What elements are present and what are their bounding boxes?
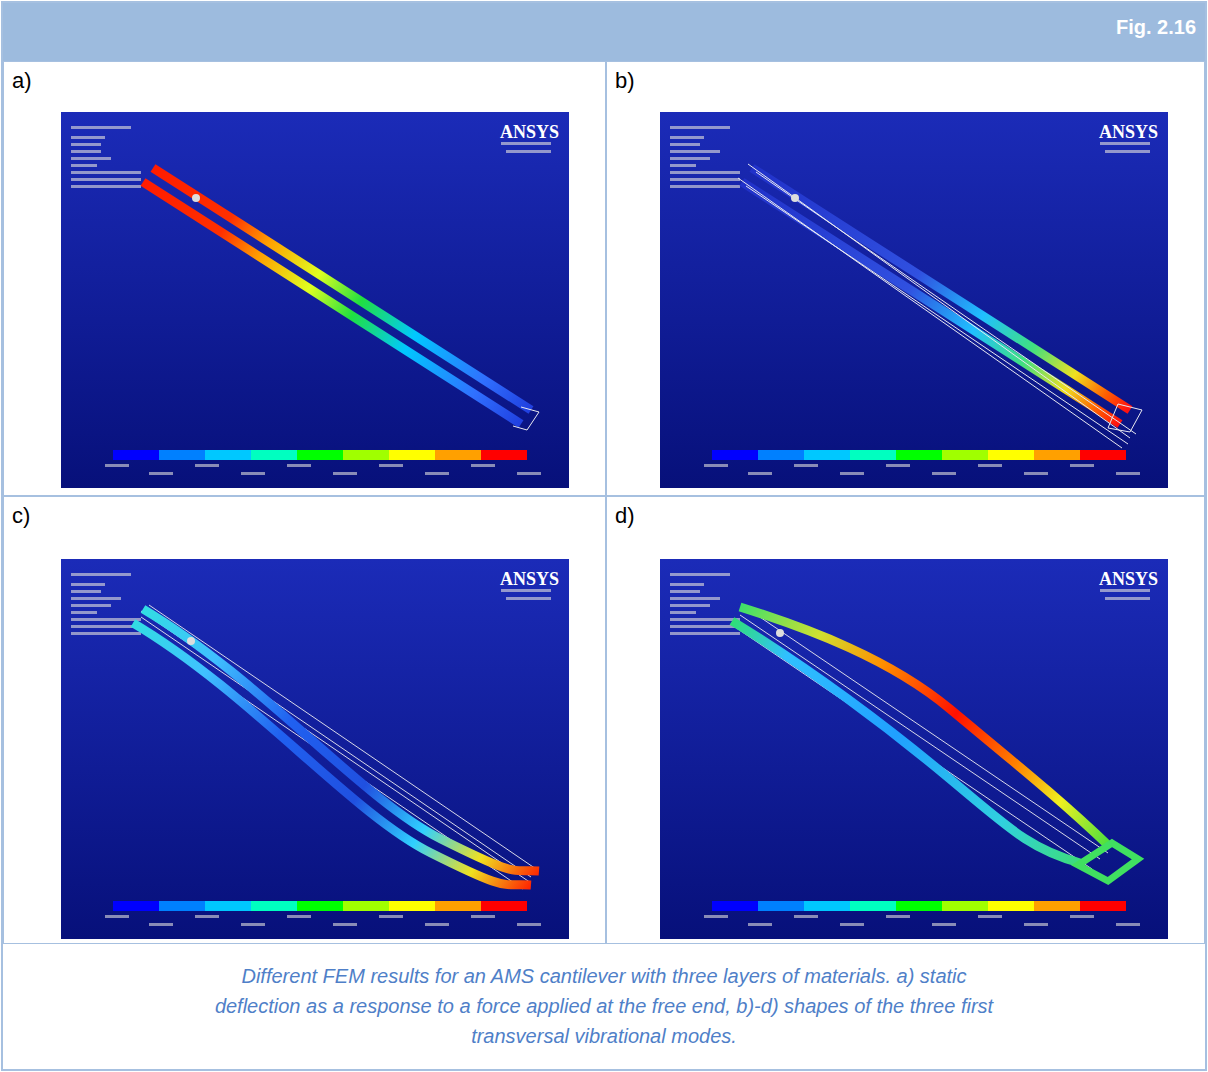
fem-mode-2: [61, 559, 569, 939]
panel-letter: c): [12, 503, 30, 529]
header-bar: [3, 3, 1205, 61]
software-logo: ANSYS: [1099, 569, 1158, 590]
fem-mode-3: [660, 559, 1168, 939]
fem-mode-1: [660, 112, 1168, 488]
figure-panel: b) ANSYS: [606, 61, 1205, 496]
figure-number: Fig. 2.16: [1116, 16, 1196, 39]
ansys-screenshot: ANSYS: [61, 112, 569, 488]
software-logo: ANSYS: [500, 569, 559, 590]
ansys-screenshot: ANSYS: [61, 559, 569, 939]
figure-panel: a) ANSYS: [3, 61, 606, 496]
ansys-screenshot: ANSYS: [660, 559, 1168, 939]
figure-caption: Different FEM results for an AMS cantile…: [200, 961, 1008, 1051]
panel-letter: b): [615, 68, 635, 94]
software-logo: ANSYS: [500, 122, 559, 143]
fem-static-deflection: [61, 112, 569, 488]
panel-letter: a): [12, 68, 32, 94]
figure-panel: d) ANSYS: [606, 496, 1205, 944]
figure-panel: c) ANSYS: [3, 496, 606, 944]
panel-letter: d): [615, 503, 635, 529]
software-logo: ANSYS: [1099, 122, 1158, 143]
ansys-screenshot: ANSYS: [660, 112, 1168, 488]
